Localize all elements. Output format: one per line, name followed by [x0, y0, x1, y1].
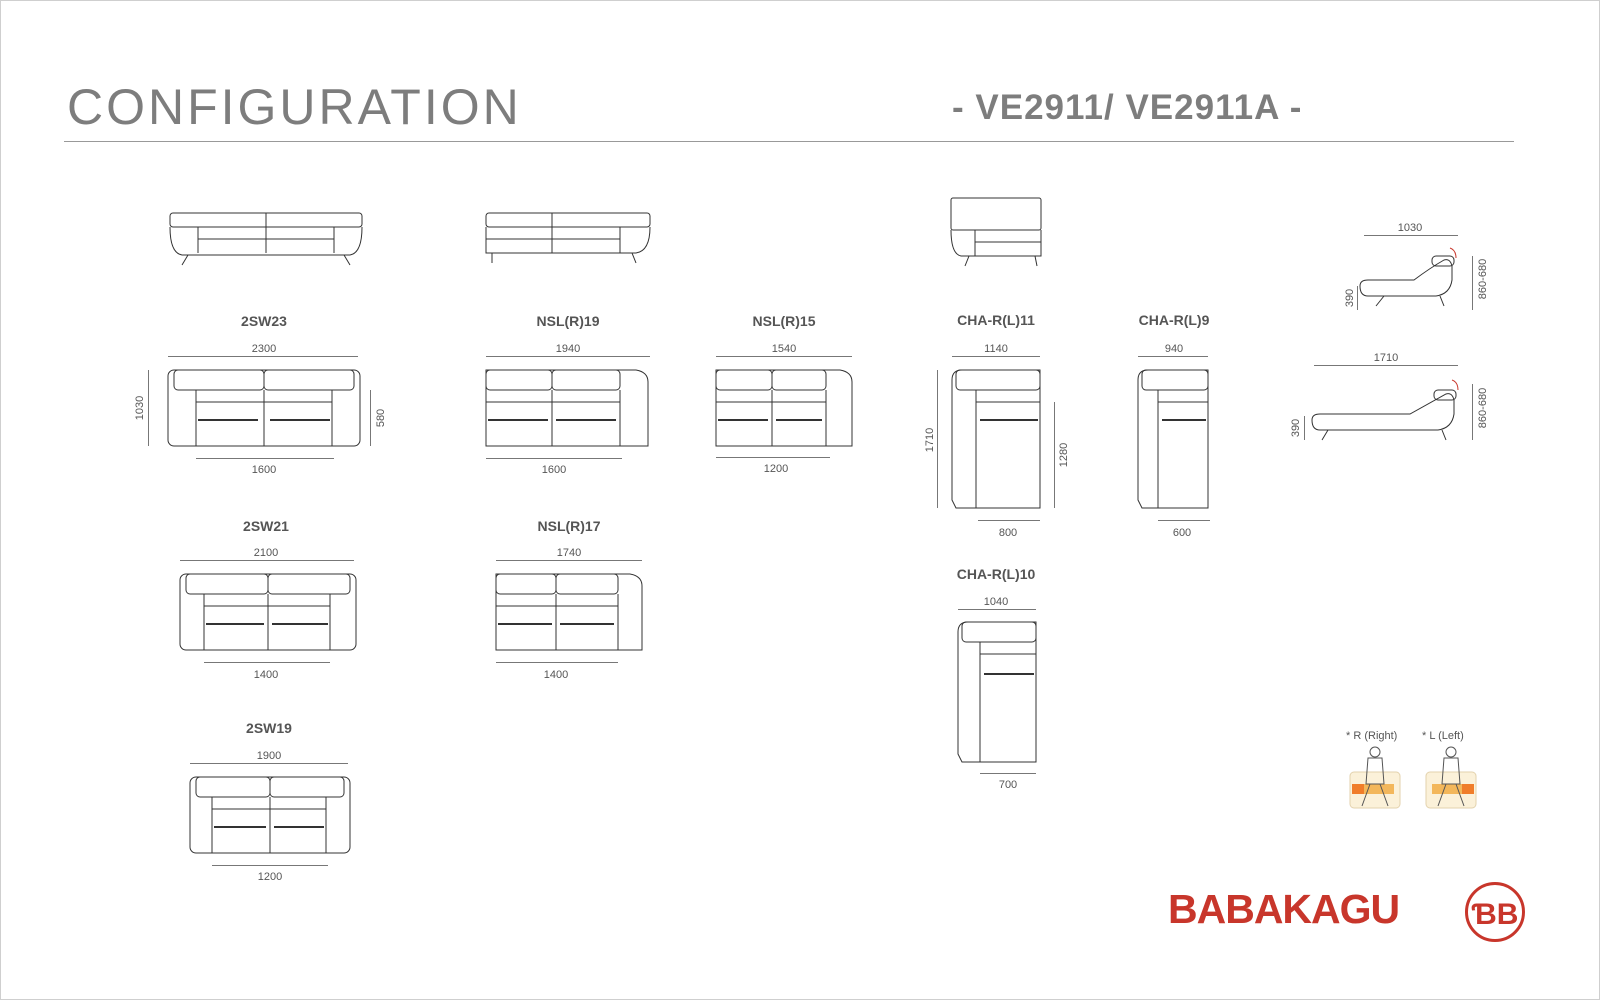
dim-line-left-2sw23 [148, 370, 149, 446]
dim-line-right-2sw23 [370, 390, 371, 446]
sofa-2sw23 [167, 369, 361, 447]
dim-line-bottom-2sw21 [204, 662, 330, 663]
side-chair-height-line [1472, 256, 1473, 310]
dim-top-cha11: 1140 [984, 343, 1008, 355]
dim-right-2sw23: 580 [375, 408, 387, 428]
side-chaise-seat: 390 [1290, 418, 1302, 438]
dim-left-2sw23: 1030 [134, 395, 146, 421]
dim-top-2sw19: 1900 [256, 750, 282, 762]
brand-wordmark: BABAKAGU [1168, 886, 1400, 932]
front-view-nsl19 [485, 212, 651, 264]
dim-line-top-cha11 [952, 356, 1040, 357]
dim-bottom-cha10: 700 [998, 779, 1018, 791]
dim-line-bottom-2sw23 [196, 458, 334, 459]
sofa-nsl15 [715, 369, 853, 447]
module-label-cha11: CHA-R(L)11 [957, 312, 1035, 328]
dim-bottom-cha9: 600 [1172, 527, 1192, 539]
dim-top-nsl17: 1740 [556, 547, 582, 559]
module-label-cha10: CHA-R(L)10 [956, 566, 1036, 582]
module-label-2sw23: 2SW23 [241, 313, 287, 329]
dim-top-cha10: 1040 [983, 596, 1009, 608]
dim-line-bottom-cha9 [1158, 520, 1210, 521]
side-chair-height: 860-680 [1477, 258, 1489, 300]
dim-bottom-cha11: 800 [998, 527, 1018, 539]
side-chaise-width: 1710 [1373, 352, 1399, 364]
sofa-nsl19 [485, 369, 649, 447]
dim-line-bottom-nsl17 [496, 662, 618, 663]
side-chair-width: 1030 [1397, 222, 1423, 234]
dim-top-nsl19: 1940 [555, 343, 581, 355]
brand-logo-icon: ƁB [1465, 882, 1525, 942]
module-label-nsl17: NSL(R)17 [537, 518, 601, 534]
dim-line-top-2sw23 [168, 356, 358, 357]
dim-line-top-nsl19 [486, 356, 650, 357]
module-label-2sw19: 2SW19 [246, 720, 292, 736]
chaise-cha11 [951, 369, 1041, 509]
legend-left-illustration [1425, 746, 1477, 809]
legend-right-label: * R (Right) [1346, 730, 1398, 742]
side-view-chaise [1311, 379, 1459, 441]
dim-line-left-cha11 [937, 370, 938, 508]
dim-bottom-nsl15: 1200 [763, 463, 789, 475]
side-chair-seat-line [1357, 286, 1358, 310]
side-chaise-width-line [1314, 365, 1458, 366]
dim-right-cha11: 1280 [1058, 442, 1070, 468]
dim-line-top-nsl15 [716, 356, 852, 357]
module-label-cha9: CHA-R(L)9 [1138, 312, 1210, 328]
dim-bottom-2sw23: 1600 [251, 464, 277, 476]
side-view-chair [1359, 247, 1457, 307]
module-label-2sw21: 2SW21 [243, 518, 289, 534]
dim-bottom-nsl19: 1600 [541, 464, 567, 476]
dim-left-cha11: 1710 [924, 427, 936, 453]
side-chaise-seat-line [1304, 416, 1305, 440]
dim-line-top-nsl17 [496, 560, 642, 561]
module-label-nsl19: NSL(R)19 [536, 313, 600, 329]
dim-line-bottom-nsl19 [486, 458, 622, 459]
dim-line-bottom-2sw19 [212, 865, 328, 866]
chaise-cha10 [957, 621, 1037, 763]
model-number: - VE2911/ VE2911A - [952, 88, 1303, 127]
dim-bottom-nsl17: 1400 [543, 669, 569, 681]
page-title: CONFIGURATION [67, 79, 522, 135]
side-chair-width-line [1364, 235, 1458, 236]
sofa-nsl17 [495, 573, 643, 651]
dim-top-nsl15: 1540 [771, 343, 797, 355]
sofa-2sw19 [189, 776, 351, 854]
front-view-2sw23 [169, 212, 363, 266]
dim-line-top-2sw19 [190, 763, 348, 764]
dim-line-bottom-cha10 [980, 773, 1036, 774]
dim-bottom-2sw19: 1200 [257, 871, 283, 883]
chaise-cha9 [1137, 369, 1209, 509]
side-chair-seat: 390 [1344, 288, 1356, 308]
front-view-cha [950, 197, 1042, 267]
side-chaise-height: 860-680 [1477, 387, 1489, 429]
dim-line-top-cha9 [1138, 356, 1208, 357]
dim-top-2sw23: 2300 [251, 343, 277, 355]
sofa-2sw21 [179, 573, 357, 651]
dim-top-cha9: 940 [1164, 343, 1184, 355]
dim-line-top-2sw21 [180, 560, 354, 561]
side-chaise-height-line [1472, 384, 1473, 440]
dim-line-right-cha11 [1054, 402, 1055, 508]
dim-bottom-2sw21: 1400 [253, 669, 279, 681]
header-divider [64, 141, 1514, 142]
dim-line-bottom-cha11 [978, 520, 1040, 521]
legend-right-illustration [1349, 746, 1401, 809]
legend-left-label: * L (Left) [1422, 730, 1464, 742]
dim-line-top-cha10 [958, 609, 1036, 610]
dim-top-2sw21: 2100 [253, 547, 279, 559]
module-label-nsl15: NSL(R)15 [752, 313, 816, 329]
dim-line-bottom-nsl15 [716, 457, 830, 458]
